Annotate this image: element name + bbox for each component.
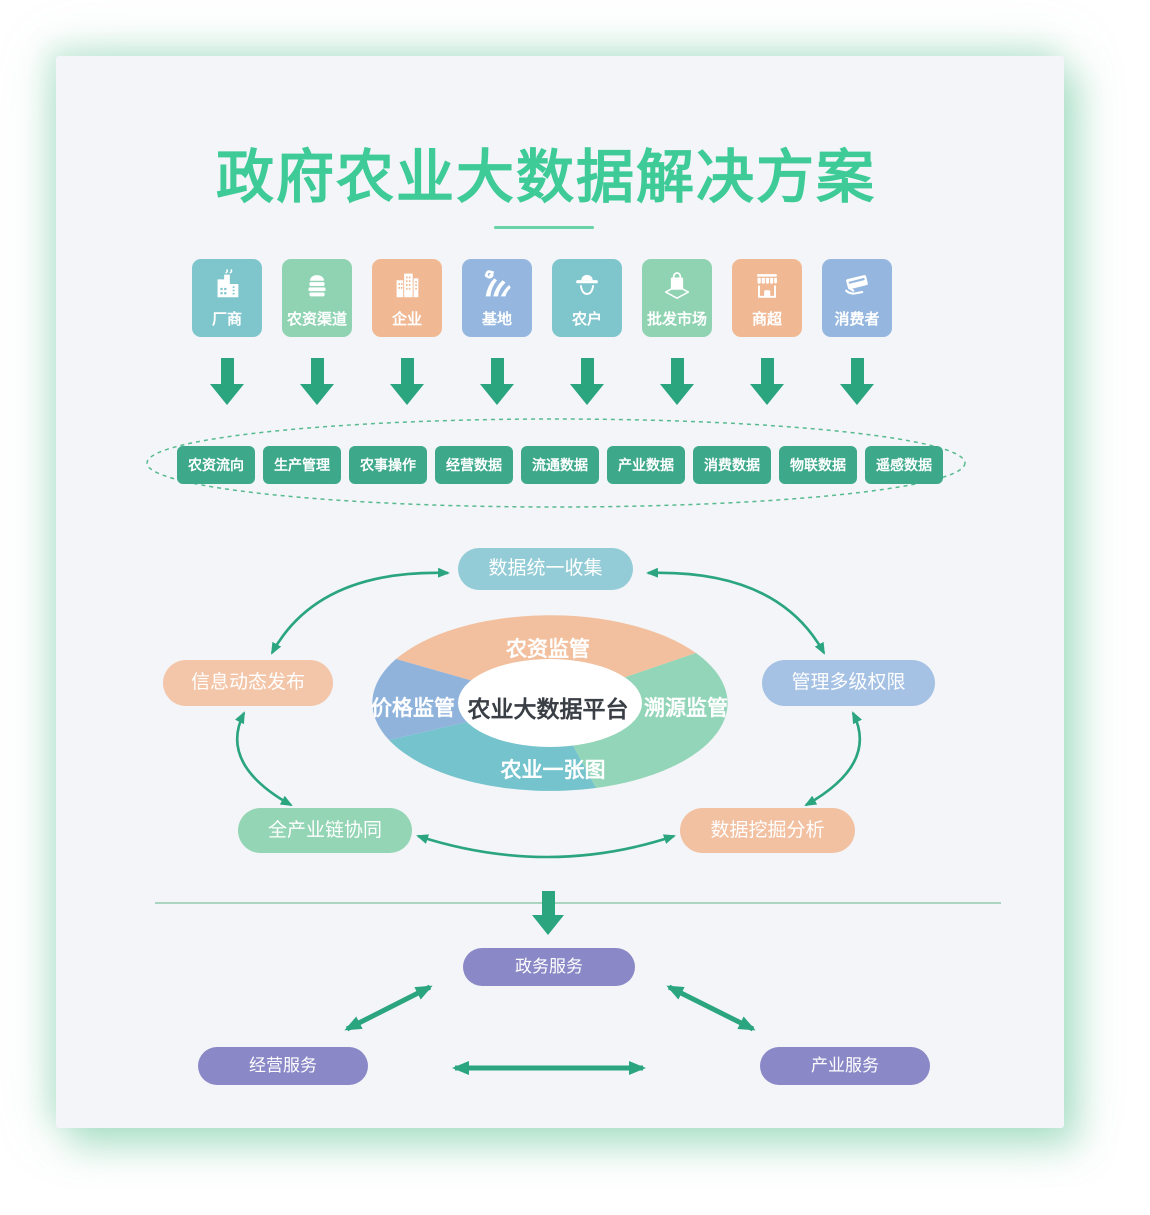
arrow-top-to-right (646, 567, 826, 655)
entity-label: 企业 (391, 311, 422, 328)
farmer-icon (576, 274, 598, 295)
arrow-right-to-bottomright (804, 711, 862, 807)
entity-label: 农资渠道 (286, 311, 347, 328)
segment-label-top: 农资监管 (506, 638, 590, 661)
satellite-permission: 管理多级权限 (762, 660, 935, 706)
arrow-gov-biz (344, 984, 433, 1032)
title-underline (494, 226, 594, 229)
store-icon (757, 274, 777, 298)
diagram-vector-layer (146, 418, 966, 1075)
entity-supermarket: 商超 (732, 259, 802, 337)
data-pill: 遥感数据 (865, 446, 943, 484)
arrow-bottomleft-to-bottomright (416, 834, 676, 859)
section-divider (155, 902, 1001, 904)
page-title: 政府农业大数据解决方案 (215, 145, 876, 210)
entity-row: 厂商 农资渠道 企业 (192, 259, 892, 337)
factory-icon (217, 269, 239, 298)
entity-label: 批发市场 (646, 311, 707, 328)
arrow-left-to-bottomleft (235, 711, 293, 807)
down-arrow-icon (732, 358, 802, 405)
platform-center-ellipse (458, 659, 642, 747)
field-icon (484, 270, 511, 297)
entity-label: 消费者 (834, 311, 880, 328)
data-pill: 农事操作 (349, 446, 427, 484)
data-pill: 生产管理 (263, 446, 341, 484)
poster-card: 政府农业大数据解决方案 (56, 56, 1064, 1128)
service-industry: 产业服务 (760, 1047, 930, 1085)
service-business: 经营服务 (198, 1047, 368, 1085)
arrow-gov-industry (666, 984, 756, 1032)
down-arrow-icon (822, 358, 892, 405)
down-arrow-icon (192, 358, 262, 405)
segment-label-right: 溯源监管 (644, 697, 728, 720)
segment-label-bottom: 农业一张图 (500, 759, 606, 782)
data-pill: 经营数据 (435, 446, 513, 484)
data-pill: 消费数据 (693, 446, 771, 484)
service-arrows (344, 984, 756, 1075)
data-pill: 农资流向 (177, 446, 255, 484)
entity-base: 基地 (462, 259, 532, 337)
data-pill: 流通数据 (521, 446, 599, 484)
entity-down-arrows (192, 358, 892, 405)
down-arrow-icon (552, 358, 622, 405)
card-hand-icon (845, 275, 868, 295)
satellite-data-mining: 数据挖掘分析 (680, 808, 855, 853)
down-arrow-icon (372, 358, 442, 405)
entity-consumer: 消费者 (822, 259, 892, 337)
satellite-chain-coordination: 全产业链协同 (238, 808, 412, 853)
down-arrow-icon (642, 358, 712, 405)
data-pill: 物联数据 (779, 446, 857, 484)
arrow-left-to-top (270, 567, 450, 655)
dashed-ellipse (146, 418, 966, 508)
entity-label: 农户 (571, 311, 602, 328)
platform-center-label: 农业大数据平台 (467, 696, 629, 722)
granary-icon (308, 275, 326, 297)
data-pill: 产业数据 (607, 446, 685, 484)
entity-manufacturer: 厂商 (192, 259, 262, 337)
satellite-data-collection: 数据统一收集 (458, 548, 633, 590)
down-arrow-icon (462, 358, 532, 405)
entity-label: 基地 (481, 311, 512, 328)
buildings-icon (396, 273, 419, 298)
service-government: 政务服务 (463, 948, 635, 986)
segment-label-left: 价格监管 (371, 697, 455, 720)
entity-wholesale-market: 批发市场 (642, 259, 712, 337)
entity-label: 商超 (751, 311, 782, 328)
down-arrow-icon (282, 358, 352, 405)
entity-label: 厂商 (211, 311, 242, 328)
entity-farmer: 农户 (552, 259, 622, 337)
bag-icon (664, 272, 690, 299)
segment-right (550, 653, 728, 788)
platform-ellipse (372, 615, 728, 791)
entity-agri-channel: 农资渠道 (282, 259, 352, 337)
cycle-arrows (235, 567, 862, 859)
data-pill-row: 农资流向 生产管理 农事操作 经营数据 流通数据 产业数据 消费数据 物联数据 … (56, 446, 1064, 484)
down-arrow-icon (531, 891, 565, 935)
satellite-info-publish: 信息动态发布 (163, 660, 333, 706)
entity-enterprise: 企业 (372, 259, 442, 337)
